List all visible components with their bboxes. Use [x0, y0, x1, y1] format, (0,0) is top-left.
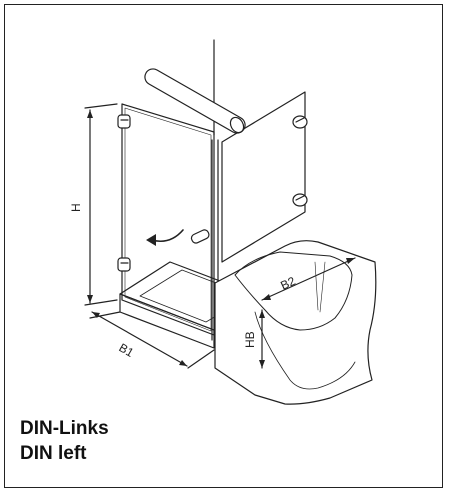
wall-bracket-bottom [292, 193, 308, 207]
caption-english: DIN left [20, 443, 87, 464]
figure-frame [4, 4, 443, 488]
door-handle [190, 229, 210, 244]
caption: DIN-Links DIN left [20, 416, 109, 466]
dimension-h [84, 103, 118, 306]
bathtub [214, 240, 377, 405]
hinge-bottom [117, 257, 131, 272]
dimension-b1 [89, 311, 215, 369]
label-b1: B1 [117, 340, 137, 360]
stabilizer-bar [144, 68, 246, 134]
dimension-b2 [261, 257, 356, 301]
dimension-hb [259, 309, 265, 369]
caption-german: DIN-Links [20, 418, 109, 439]
side-glass-panel [221, 91, 306, 263]
wall-bracket-top [292, 115, 308, 129]
opening-arrow-icon [146, 229, 184, 246]
label-hb: HB [243, 331, 257, 348]
label-h: H [69, 203, 83, 212]
label-b2: B2 [278, 274, 298, 293]
hinge-top [117, 114, 131, 129]
